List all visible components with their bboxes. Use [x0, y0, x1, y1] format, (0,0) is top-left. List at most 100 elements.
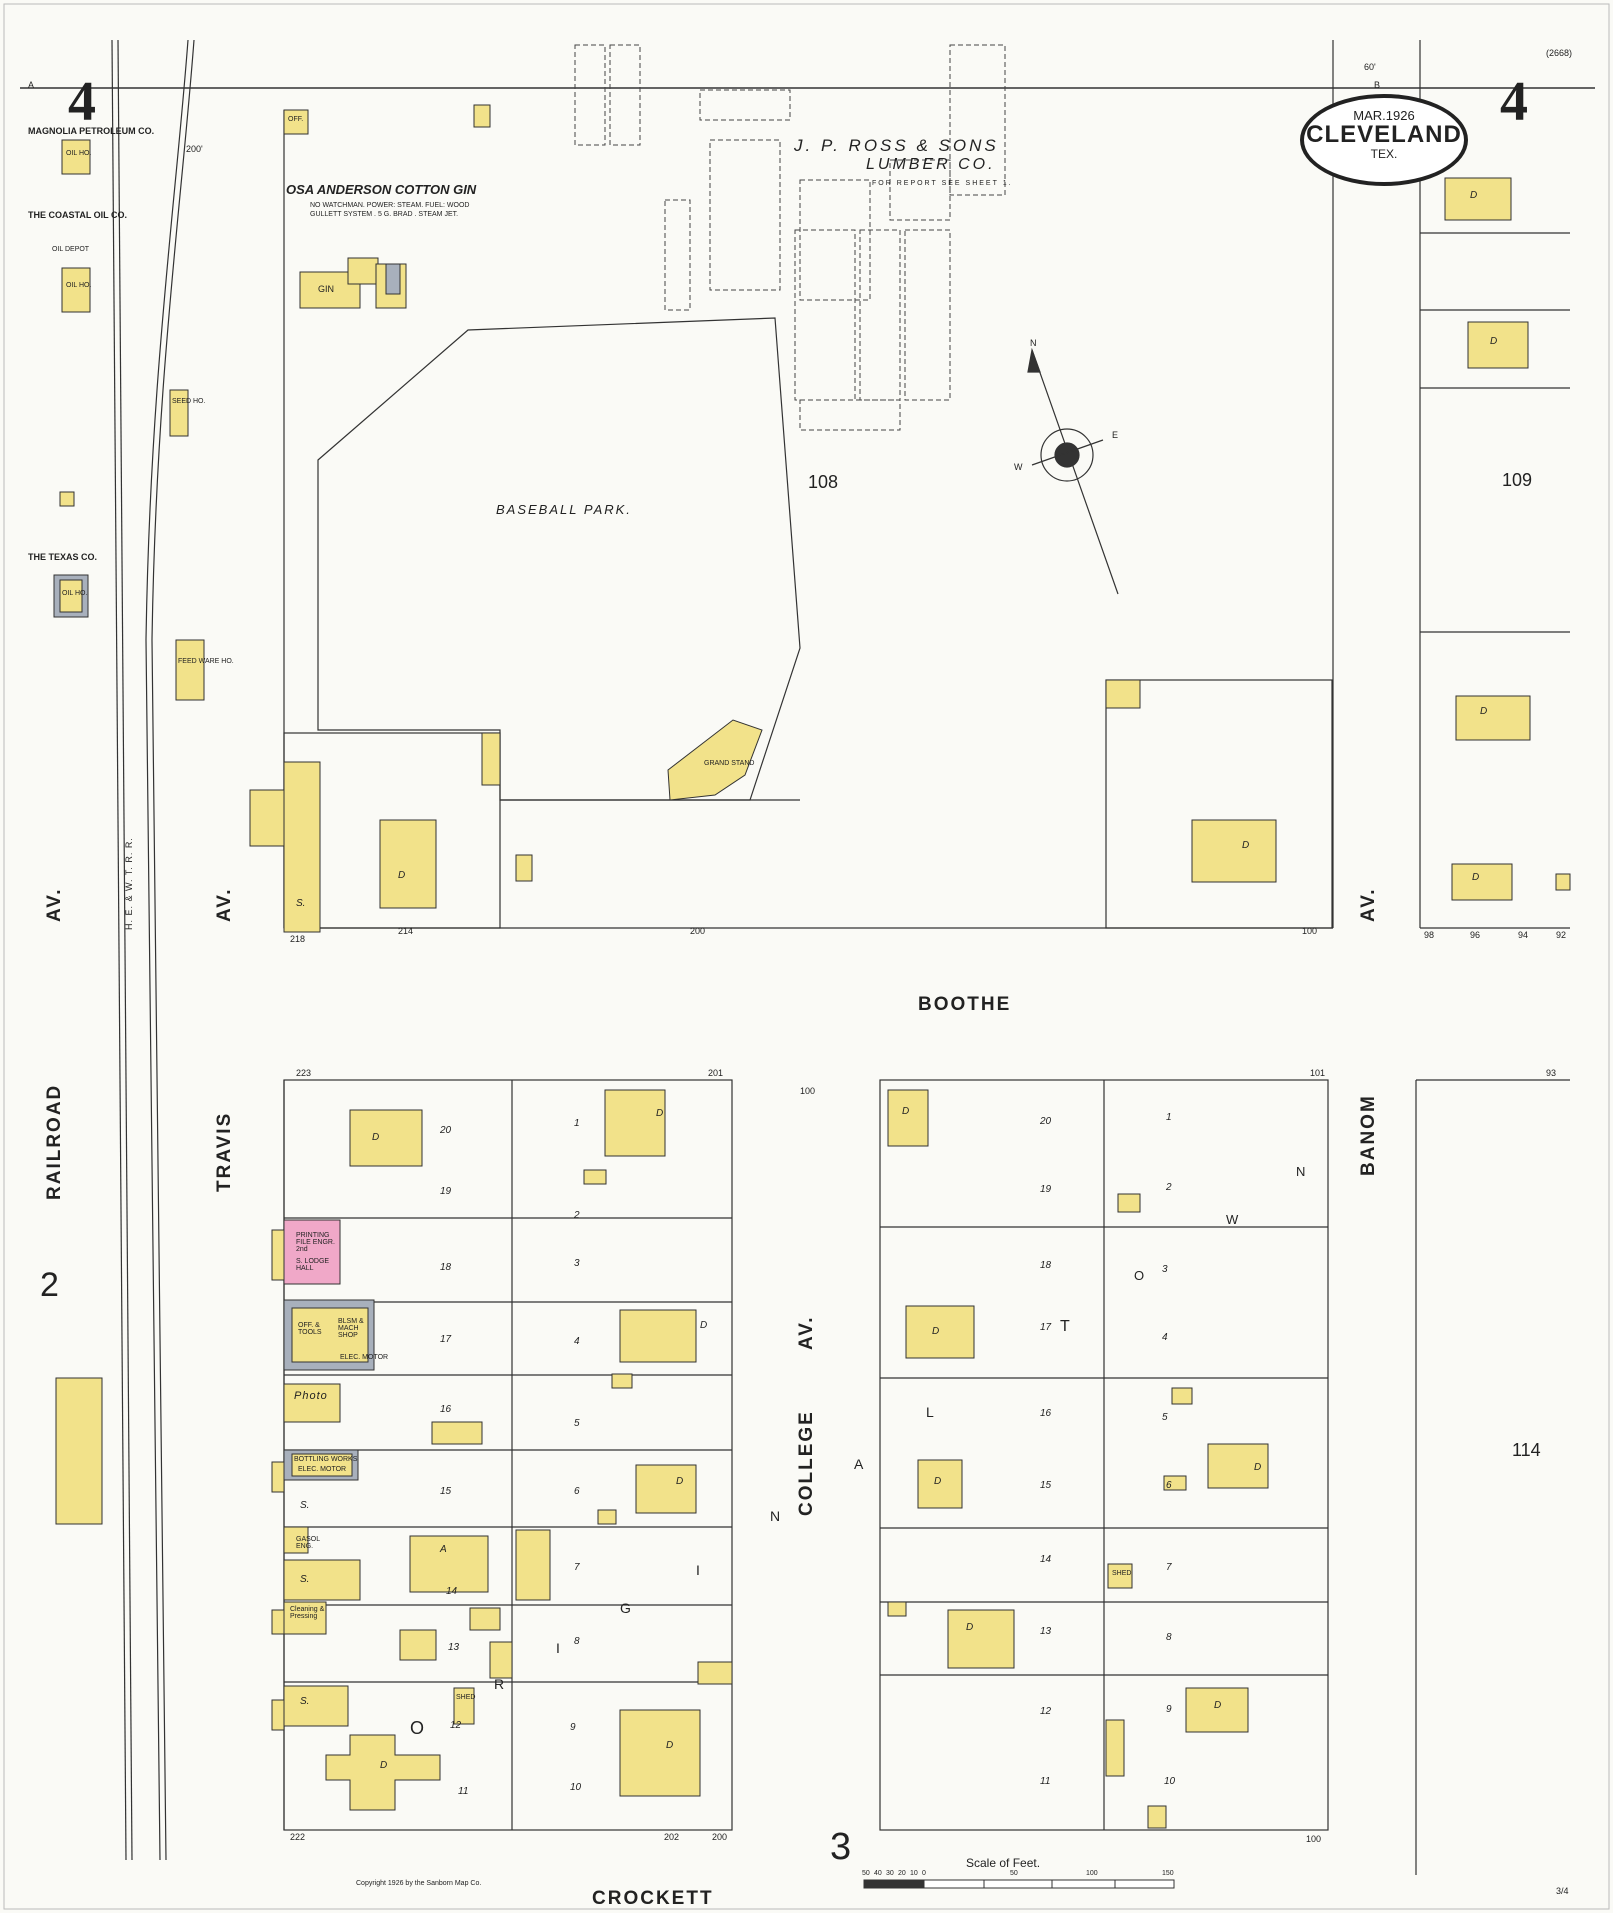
house-number-93: 93 [1546, 1068, 1557, 1078]
label-off: OFF. [288, 116, 304, 123]
lot-17-east: 17 [1040, 1322, 1052, 1333]
label-seed-ho: SEED HO. [172, 398, 206, 405]
dwelling-d-17: D [1254, 1462, 1262, 1473]
auto-a-1: A [440, 1544, 447, 1555]
dwelling-d-6: D [1472, 872, 1480, 883]
lot-4-east: 4 [1162, 1332, 1168, 1343]
label-blsm: BLSM & MACH SHOP [338, 1318, 364, 1339]
label-gin-note2: GULLETT SYSTEM . 5 G. BRAD . STEAM JET. [310, 211, 459, 218]
label-lumber2: LUMBER CO. [866, 156, 996, 173]
dwelling-d-11: D [666, 1740, 674, 1751]
label-lodge: S. LODGE HALL [296, 1258, 330, 1272]
lot-9-east: 9 [1166, 1704, 1172, 1715]
lot-19: 19 [440, 1186, 452, 1197]
lot-7-east: 7 [1166, 1562, 1172, 1573]
original-town-letter-3: I [556, 1640, 560, 1656]
dwelling-d-2: D [1242, 840, 1250, 851]
block-114: 114 [1512, 1440, 1541, 1460]
scale-tick-0: 0 [922, 1870, 926, 1877]
dimension-60: 60' [1364, 62, 1376, 72]
lot-8-east: 8 [1166, 1632, 1172, 1643]
lot-3: 3 [574, 1258, 580, 1269]
label-feed-ware: FEED WARE HO. [178, 658, 234, 665]
railroad-freight-shed [55, 1377, 103, 1525]
label-grand-stand: GRAND STAND [704, 760, 755, 767]
sheet-date: MAR.1926 [1353, 108, 1415, 123]
catalog-code: (2668) [1546, 48, 1573, 58]
label-bottling-sub: ELEC. MOTOR [298, 1466, 347, 1473]
original-town-letter-5: I [696, 1562, 700, 1578]
lot-10-east: 10 [1164, 1776, 1176, 1787]
scale-tick-10: 10 [910, 1870, 918, 1877]
street-crockett: CROCKETT [592, 1888, 714, 1909]
line-label-a: A [28, 80, 35, 90]
lot-15-east: 15 [1040, 1480, 1052, 1491]
dwelling-d-18: D [1214, 1700, 1222, 1711]
corner-mark: 3/4 [1556, 1886, 1569, 1896]
dwelling-d-14: D [932, 1326, 940, 1337]
original-town-letter-6: N [770, 1508, 781, 1524]
lot-13: 13 [448, 1642, 460, 1653]
block-109: 109 [1502, 470, 1533, 490]
dwelling-d-12: D [380, 1760, 388, 1771]
label-off-tools: OFF. & TOOLS [298, 1322, 322, 1336]
lot-11: 11 [458, 1786, 469, 1797]
state-name: TEX. [1370, 147, 1398, 161]
house-number-92: 92 [1556, 930, 1567, 940]
house-number-98: 98 [1424, 930, 1435, 940]
house-number-100b: 100 [1302, 926, 1318, 936]
original-town-letter-9: T [1060, 1318, 1070, 1335]
lot-17: 17 [440, 1334, 452, 1345]
label-photo: Photo [294, 1390, 328, 1402]
lot-16: 16 [440, 1404, 452, 1415]
scale-tick-40: 40 [874, 1870, 882, 1877]
compass-east: E [1112, 430, 1119, 440]
dwelling-d-10: D [676, 1476, 684, 1487]
house-number-100c: 100 [1306, 1834, 1322, 1844]
block-108: 108 [808, 472, 839, 492]
label-baseball-park: BASEBALL PARK. [496, 502, 632, 517]
frame-buildings [59, 104, 1571, 1829]
dwelling-d-5: D [1480, 706, 1488, 717]
brick-buildings [53, 263, 401, 1481]
rail-line-label: H. E. & W. T. R. R. [124, 837, 134, 930]
street-banom-av: AV. [1358, 887, 1379, 922]
lot-2-east: 2 [1166, 1182, 1172, 1193]
house-number-100: 100 [800, 1086, 816, 1096]
street-travis: TRAVIS [214, 1111, 235, 1192]
label-oil-ho-3: OIL HO. [62, 590, 88, 597]
sheet-number-left: 4 [68, 71, 96, 133]
original-town-letter-2: R [494, 1676, 505, 1692]
street-college-av: AV. [796, 1315, 817, 1350]
scale-tick-150: 150 [1162, 1870, 1174, 1877]
compass-west: W [1014, 462, 1023, 472]
street-banom: BANOM [1358, 1094, 1379, 1176]
store-s-2: S. [300, 1500, 310, 1511]
adjacent-sheet-3: 3 [830, 1826, 852, 1868]
lot-12-east: 12 [1040, 1706, 1052, 1717]
original-town-letter-8: L [926, 1404, 934, 1420]
street-college: COLLEGE [796, 1410, 817, 1516]
label-oil-ho-2: OIL HO. [66, 282, 92, 289]
lot-20: 20 [440, 1125, 452, 1136]
street-travis-av: AV. [214, 887, 235, 922]
map-frame [3, 3, 1610, 1910]
house-number-222: 222 [290, 1832, 306, 1842]
lot-11-east: 11 [1040, 1776, 1051, 1787]
label-gin: GIN [318, 284, 335, 294]
original-town-letter-12: N [1296, 1164, 1306, 1179]
scale-tick-100: 100 [1086, 1870, 1098, 1877]
lot-14-east: 14 [1040, 1554, 1052, 1565]
lot-9: 9 [570, 1722, 576, 1733]
lumber-yard [574, 44, 1006, 431]
label-lumber-note: FOR REPORT SEE SHEET 1. [872, 180, 1013, 187]
label-printing: PRINTING FILE ENGR. 2nd [296, 1232, 335, 1253]
label-oil-depot: OIL DEPOT [52, 246, 90, 253]
original-town-letter-10: O [1134, 1268, 1145, 1283]
lot-14: 14 [446, 1586, 458, 1597]
original-town-letter-4: G [620, 1600, 631, 1616]
lot-3-east: 3 [1162, 1264, 1168, 1275]
house-number-223: 223 [296, 1068, 312, 1078]
baseball-park-outline [317, 317, 801, 801]
lot-13-east: 13 [1040, 1626, 1052, 1637]
